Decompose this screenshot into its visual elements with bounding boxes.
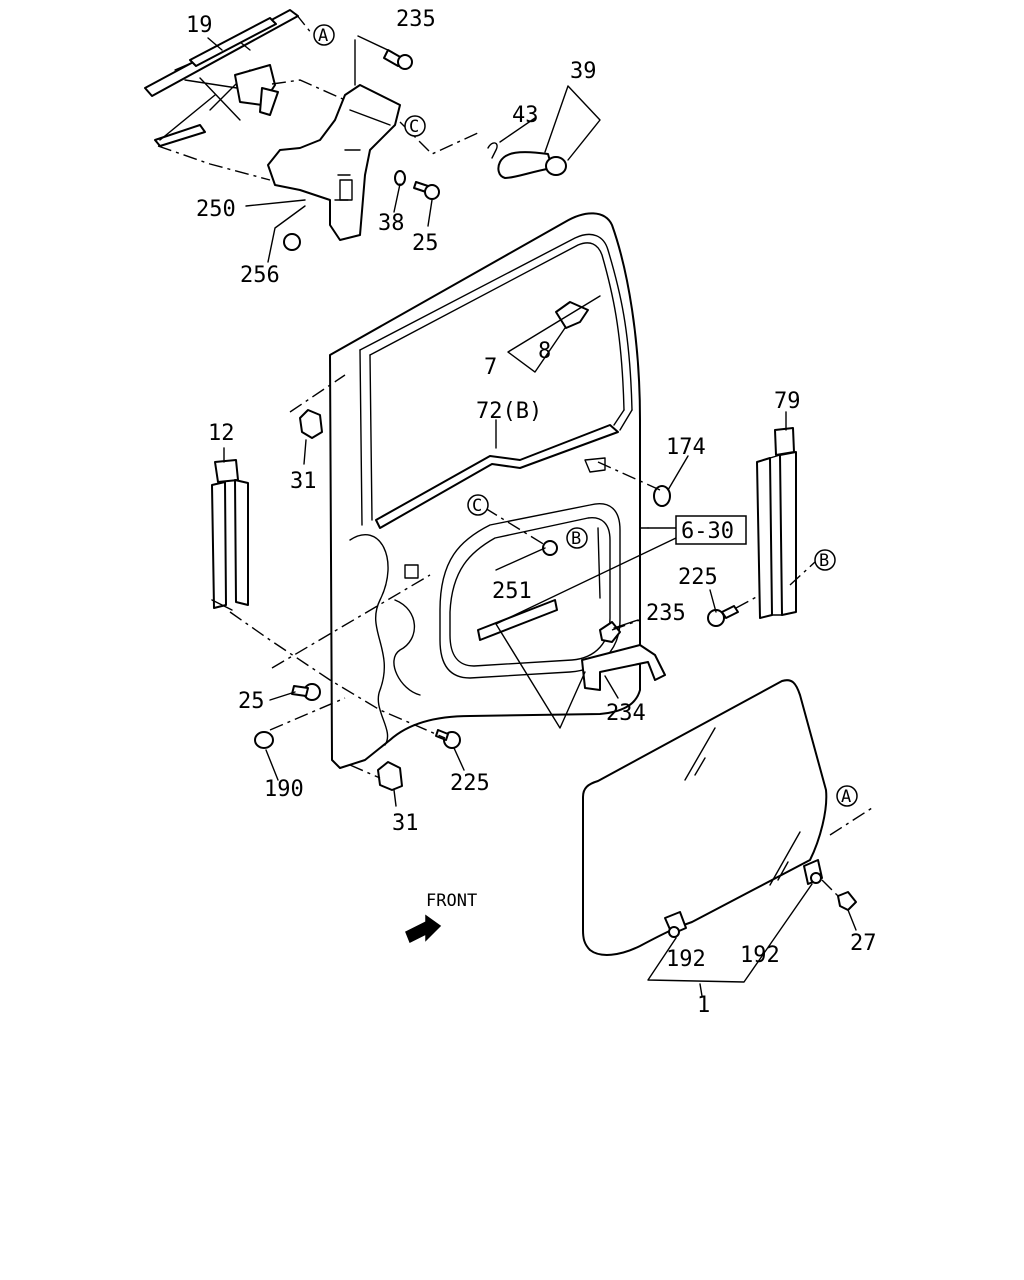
- label-front: FRONT: [426, 891, 477, 911]
- label-225-right: 225: [678, 565, 718, 590]
- ref-a-top: A: [318, 26, 328, 46]
- ref-a-glass: A: [841, 787, 851, 807]
- label-190: 190: [264, 777, 304, 802]
- ref-c-top: C: [409, 117, 419, 137]
- fasteners-top: [283, 170, 440, 251]
- label-25-top: 25: [412, 231, 439, 256]
- label-251: 251: [492, 579, 532, 604]
- label-31-bottom: 31: [392, 811, 419, 836]
- label-225-bottom: 225: [450, 771, 490, 796]
- label-235-mid: 235: [646, 601, 686, 626]
- reference-box-6-30: [675, 515, 747, 545]
- reference-markers: A C C B B A: [313, 24, 858, 807]
- lower-fasteners: [254, 485, 739, 749]
- label-7: 7: [484, 355, 497, 380]
- label-19: 19: [186, 13, 213, 38]
- label-31-top: 31: [290, 469, 317, 494]
- label-235-top: 235: [396, 7, 436, 32]
- ref-b-mid: B: [571, 529, 581, 549]
- label-25-bottom: 25: [238, 689, 265, 714]
- label-174: 174: [666, 435, 706, 460]
- ref-c-mid: C: [472, 496, 482, 516]
- door-stops: [299, 409, 403, 791]
- door-glass: [582, 679, 857, 956]
- regulator-bracket: [267, 39, 401, 241]
- window-regulator: [144, 9, 299, 147]
- label-6-30: 6-30: [681, 519, 734, 544]
- front-arrow-icon: [405, 914, 442, 944]
- run-channel-12: [211, 459, 249, 611]
- leader-lines: [207, 35, 857, 997]
- bolt-235-top: [383, 49, 413, 70]
- part-labels: 19 235 39 43 250 38 25 256 7 8 72(B) 12 …: [186, 7, 877, 1018]
- regulator-handle: [487, 142, 567, 179]
- label-38: 38: [378, 211, 405, 236]
- label-8: 8: [538, 339, 551, 364]
- label-256: 256: [240, 263, 280, 288]
- label-1: 1: [697, 993, 710, 1018]
- label-43: 43: [512, 103, 539, 128]
- door-panel: [329, 212, 641, 769]
- ref-b-right: B: [819, 551, 829, 571]
- label-39: 39: [570, 59, 597, 84]
- label-250: 250: [196, 197, 236, 222]
- label-12: 12: [208, 421, 235, 446]
- label-192-right: 192: [740, 943, 780, 968]
- assembly-lines: [157, 13, 873, 897]
- label-72b: 72(B): [476, 399, 542, 424]
- label-79: 79: [774, 389, 801, 414]
- label-192-left: 192: [666, 947, 706, 972]
- run-channel-79: [756, 427, 797, 619]
- label-27: 27: [850, 931, 877, 956]
- label-234: 234: [606, 701, 646, 726]
